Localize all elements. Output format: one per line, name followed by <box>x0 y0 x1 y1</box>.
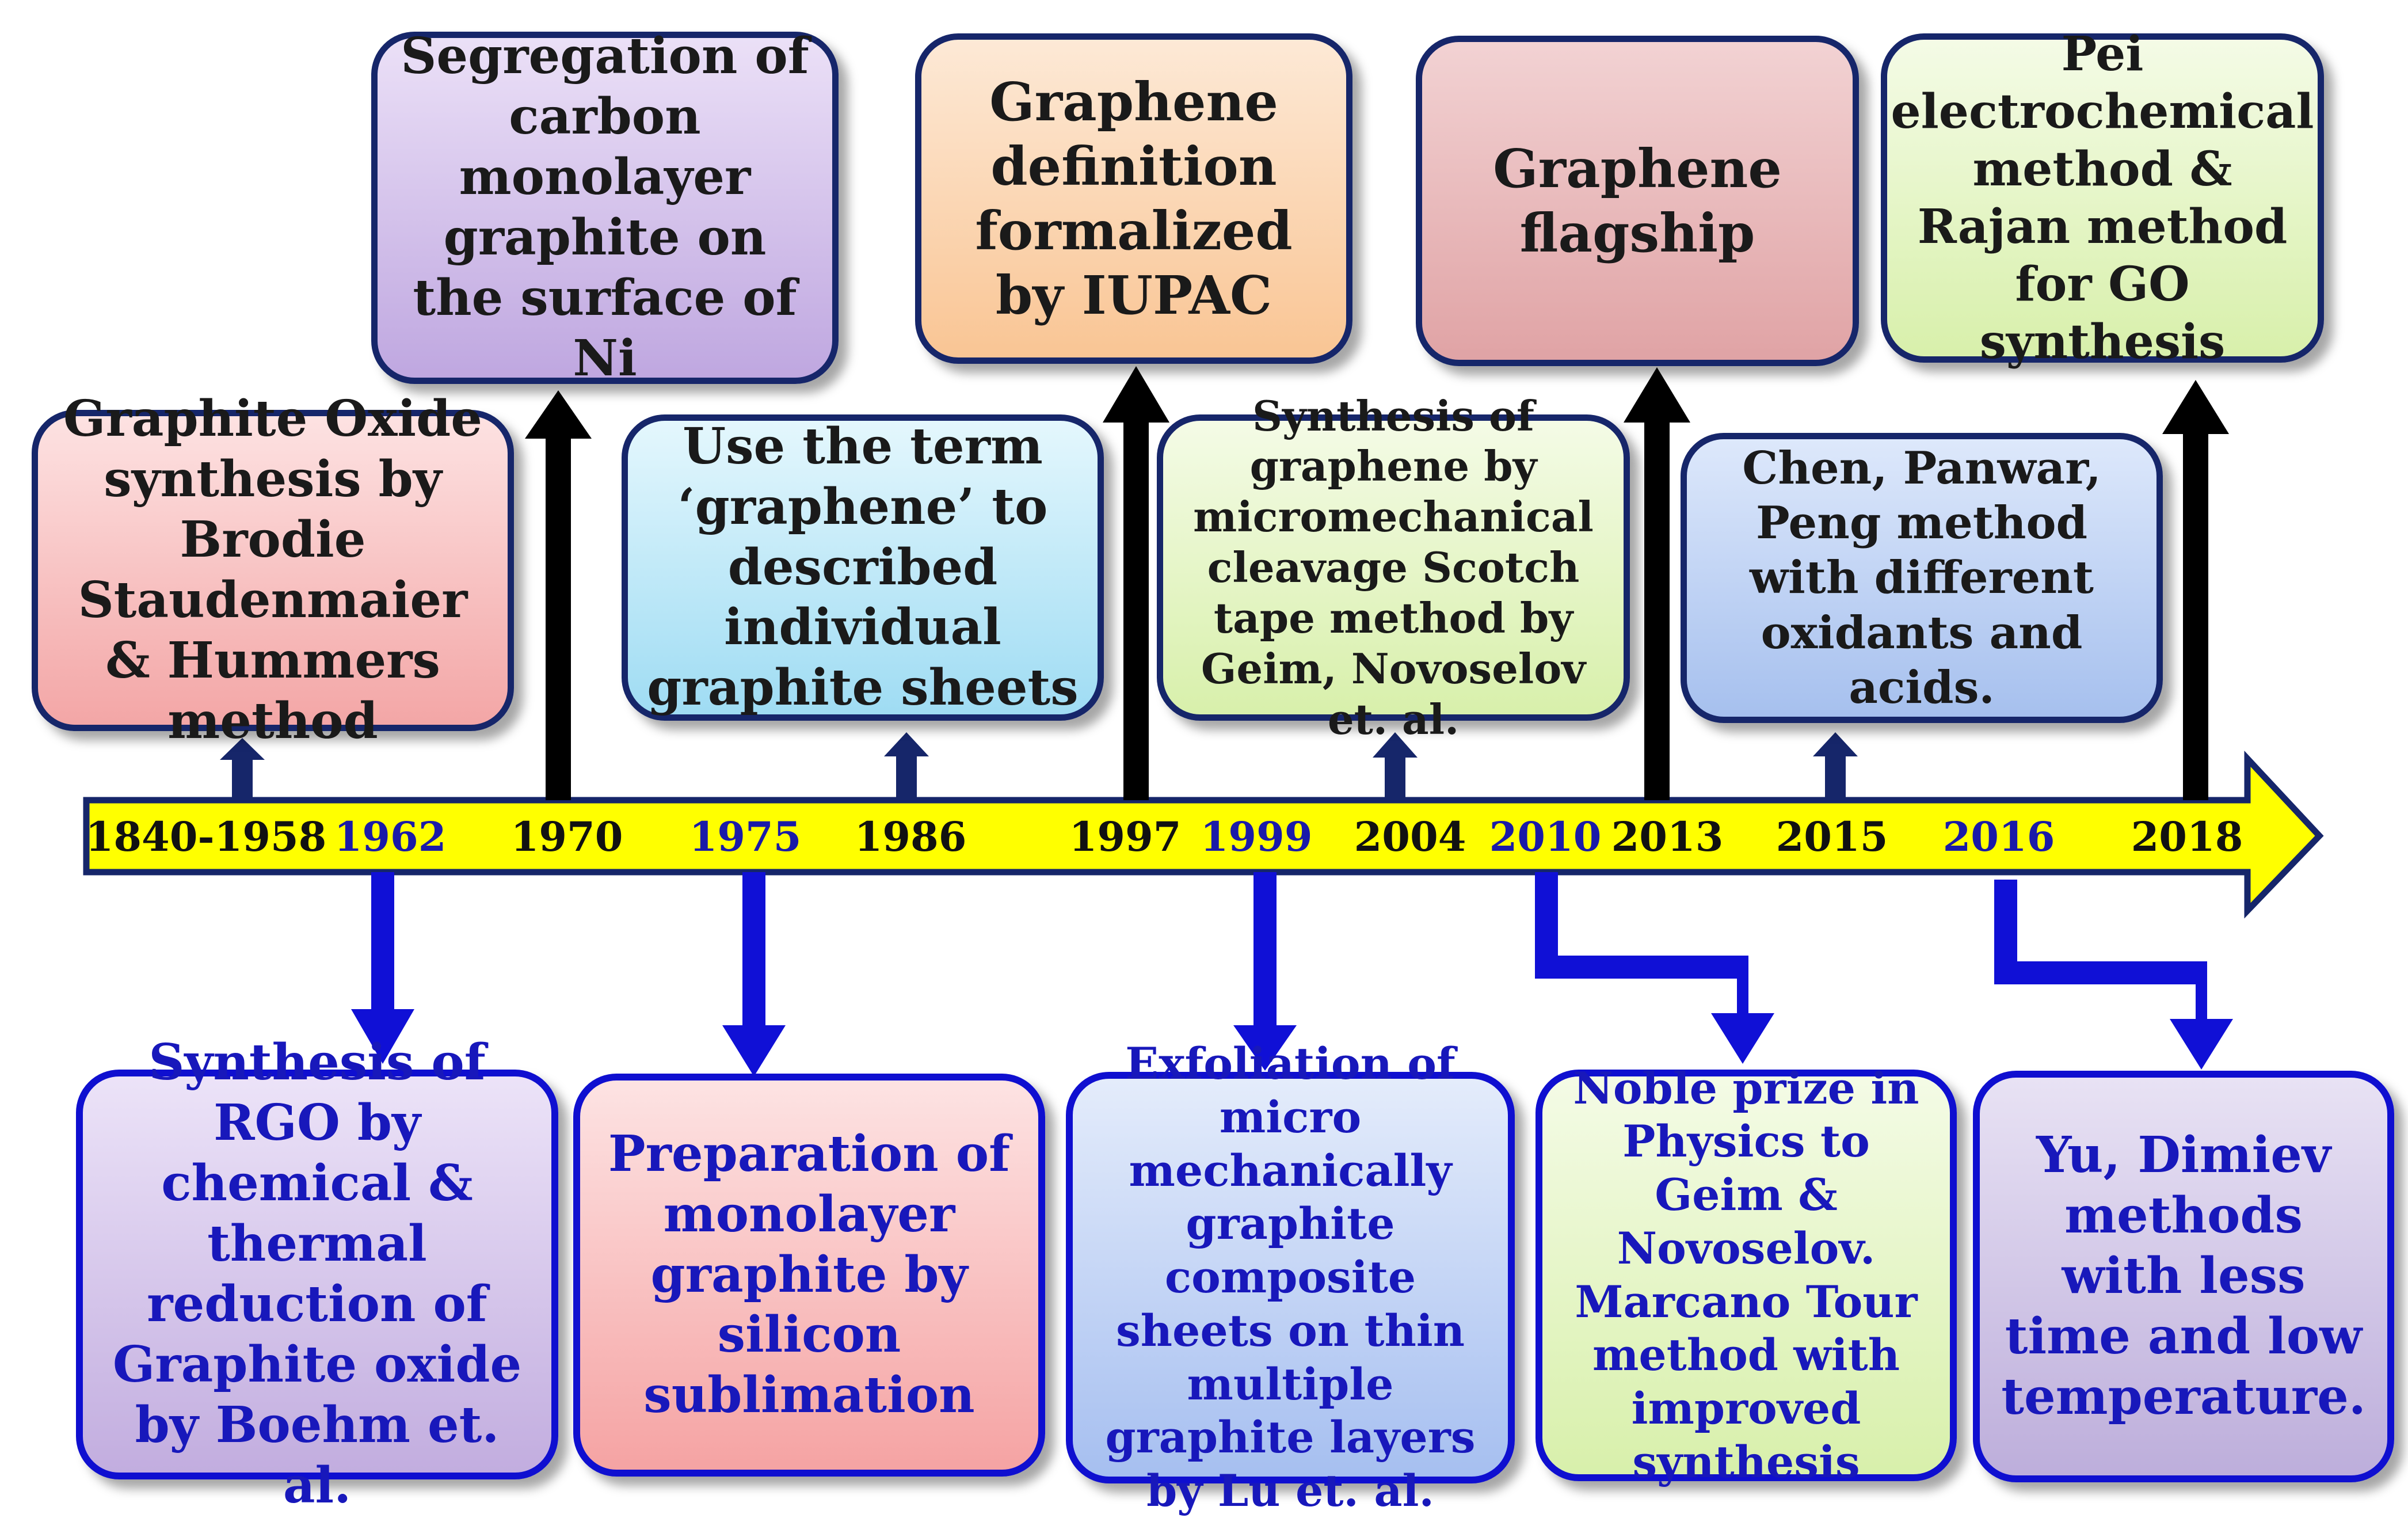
arrow-up-2015 <box>1813 732 1858 800</box>
event-box-2015: Chen, Panwar, Peng method with different… <box>1681 433 2163 723</box>
year-label: 1997 <box>1069 813 1182 861</box>
year-label: 1999 <box>1200 813 1313 861</box>
event-box-2016: Yu, Dimiev methods with less time and lo… <box>1973 1071 2394 1482</box>
arrow-up-1997 <box>1103 366 1169 800</box>
arrow-up-2004 <box>1373 732 1418 800</box>
year-label: 1962 <box>334 813 447 861</box>
year-label: 2016 <box>1942 813 2055 861</box>
year-label: 1840-1958 <box>85 813 327 861</box>
event-box-1999: Exfoliation of micro mechanically graphi… <box>1066 1038 1515 1516</box>
arrow-down-2010 <box>1535 872 1774 1064</box>
arrow-up-1970 <box>525 390 592 800</box>
arrow-down-2016 <box>1994 880 2233 1070</box>
year-label: 2015 <box>1775 813 1888 861</box>
event-box-2004: Synthesis of graphene by micromechanical… <box>1157 391 1630 744</box>
event-box-2013: Graphene flagship <box>1416 36 1859 366</box>
event-box-1975: Preparation of monolayer graphite by sil… <box>573 1074 1045 1477</box>
year-label: 1975 <box>689 813 802 861</box>
year-label: 2010 <box>1489 813 1602 861</box>
arrow-down-1962 <box>351 872 414 1064</box>
arrow-up-2018 <box>2162 380 2229 800</box>
event-box-2018: Pei electrochemical method & Rajan metho… <box>1881 26 2324 370</box>
event-box-1962: Synthesis of RGO by chemical & thermal r… <box>76 1033 558 1515</box>
arrow-down-1975 <box>722 872 786 1076</box>
arrow-up-1840 <box>220 738 265 800</box>
arrow-down-1999 <box>1233 872 1297 1071</box>
year-label: 1986 <box>854 813 967 861</box>
event-box-1840-1958: Graphite Oxide synthesis by Brodie Staud… <box>32 390 514 750</box>
arrow-up-2013 <box>1624 367 1690 800</box>
event-box-1970: Segregation of carbon monolayer graphite… <box>371 27 839 387</box>
year-label: 2018 <box>2131 813 2243 861</box>
event-box-1997: Graphene definition formalized by IUPAC <box>915 33 1352 364</box>
event-box-2010: Noble prize in Physics to Geim & Novosel… <box>1536 1063 1957 1487</box>
event-box-1986: Use the term ‘graphene’ to described ind… <box>622 414 1104 721</box>
arrow-up-1986 <box>884 732 929 800</box>
timeline-arrow <box>83 751 2324 919</box>
year-label: 1970 <box>510 813 623 861</box>
year-label: 2004 <box>1354 813 1466 861</box>
year-label: 2013 <box>1611 813 1724 861</box>
